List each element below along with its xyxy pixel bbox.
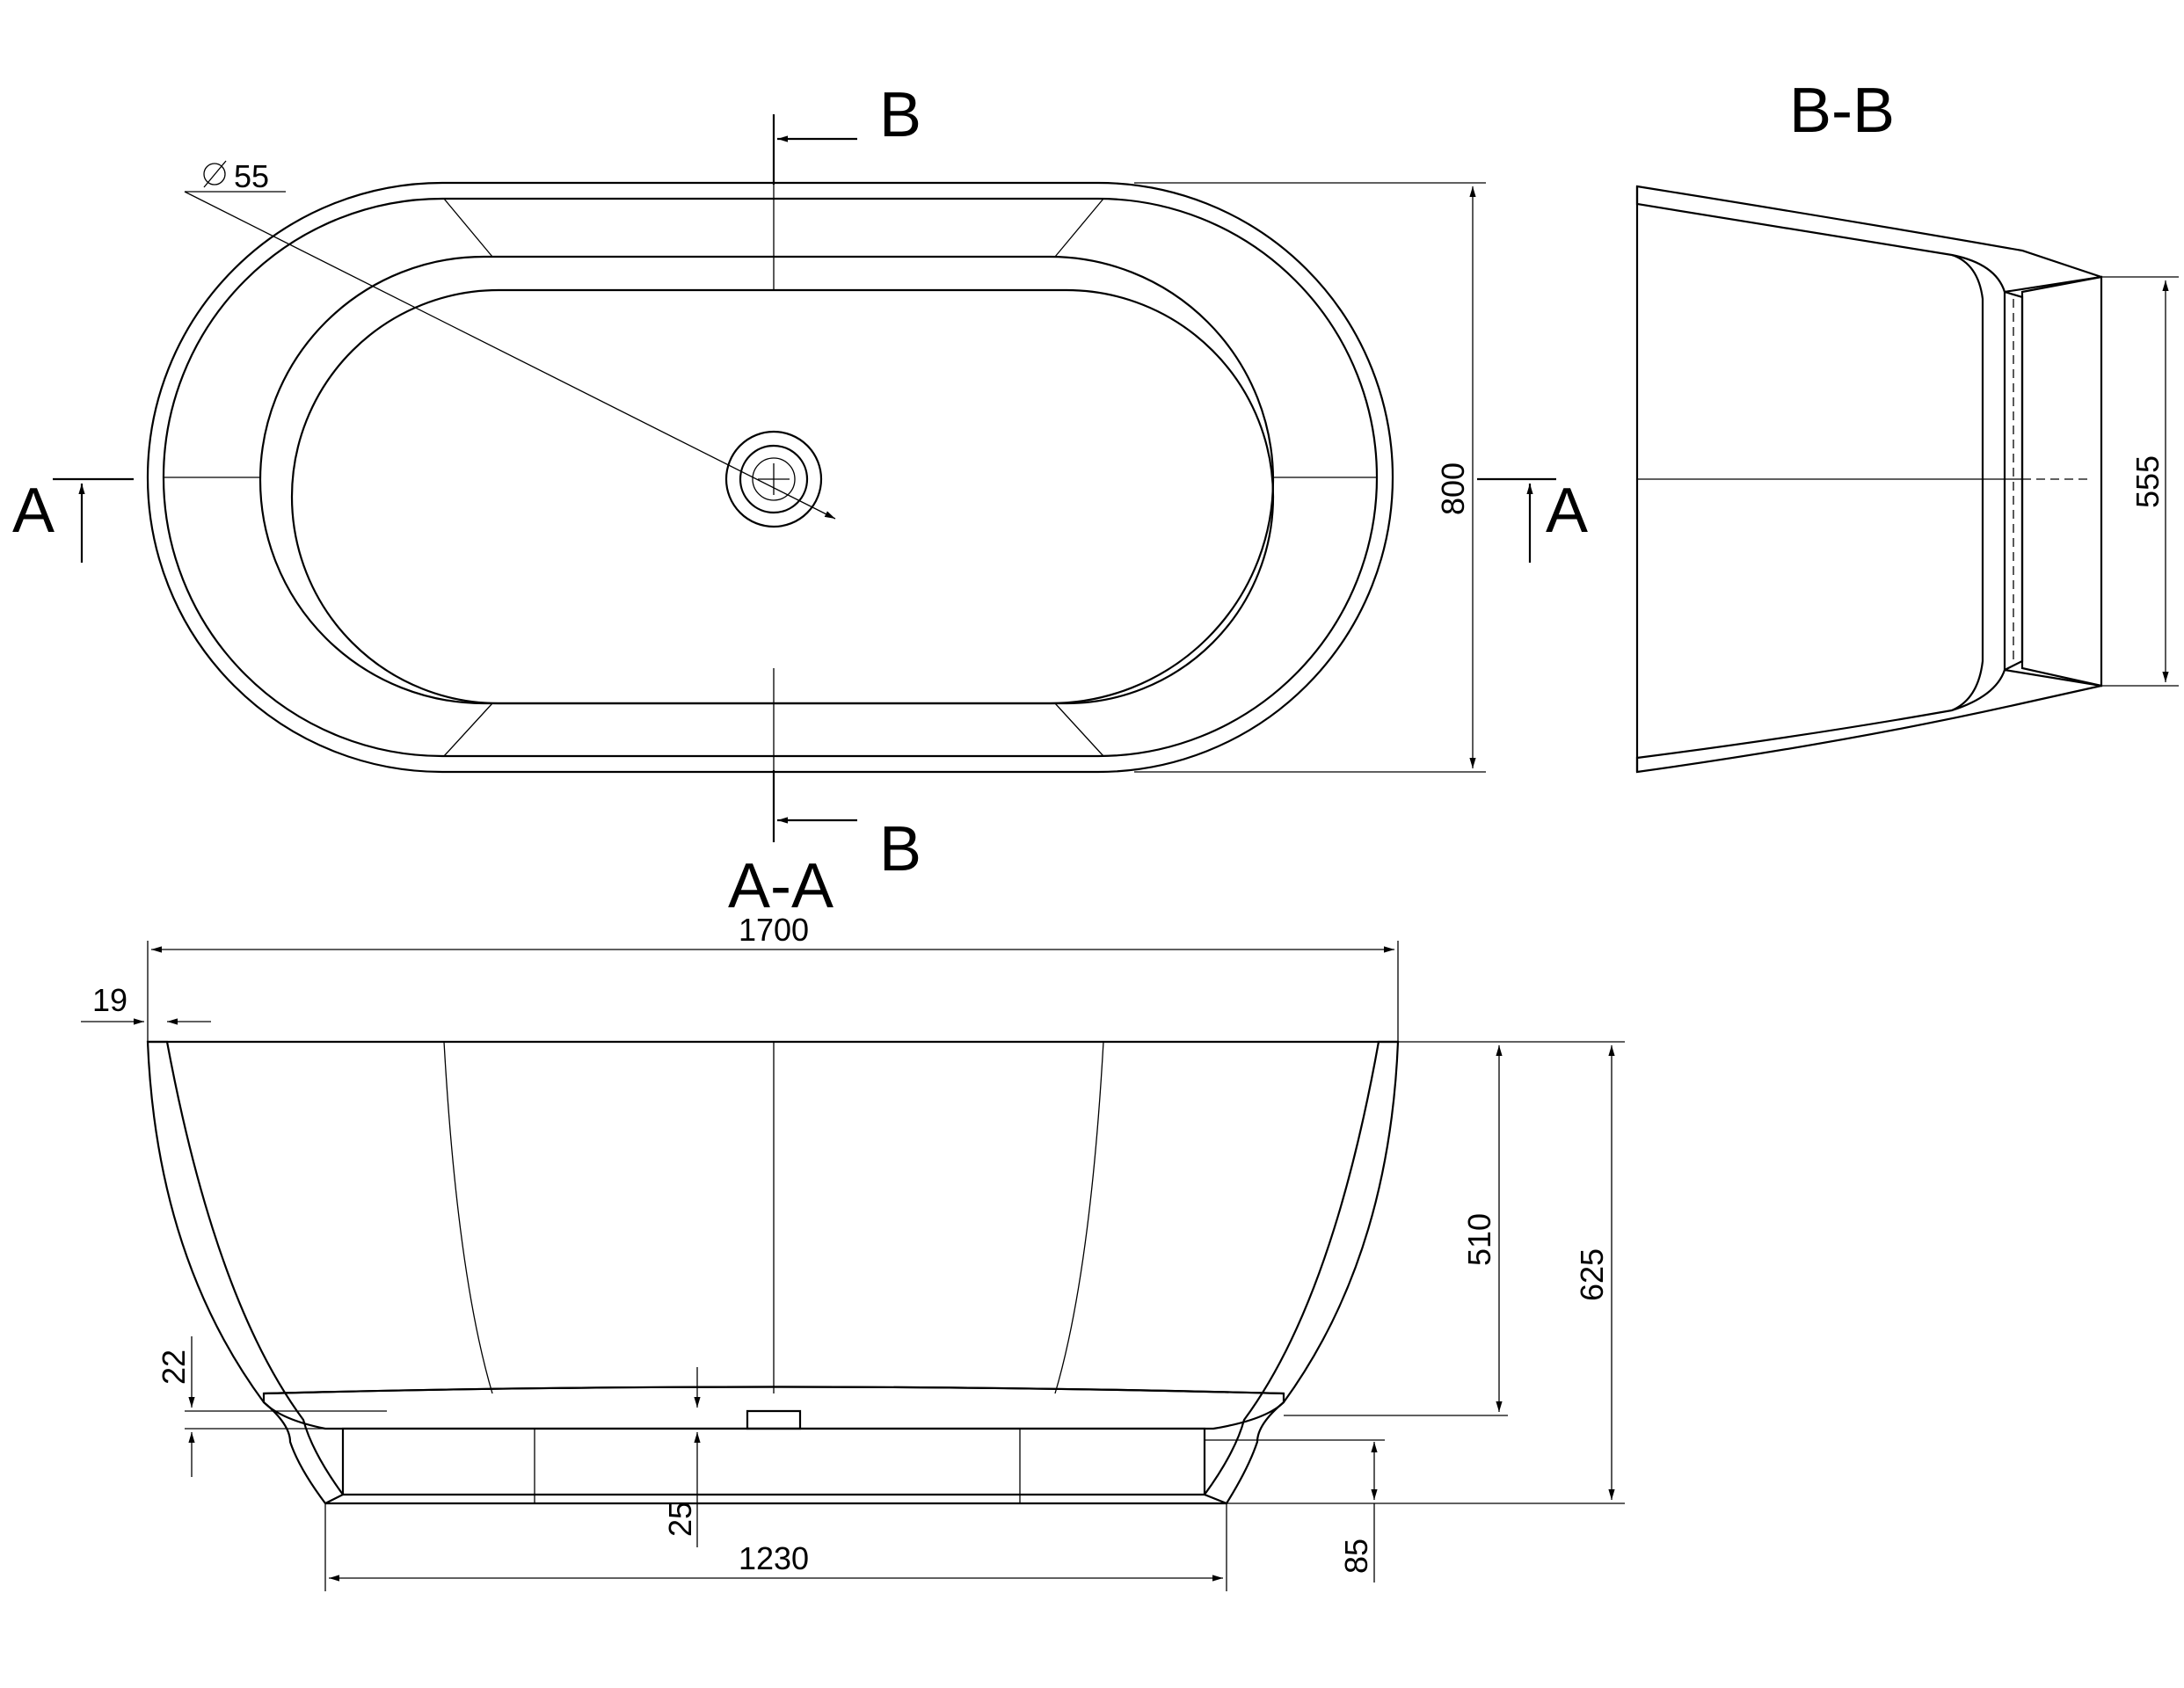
section-bb-title: B-B <box>1789 76 1895 146</box>
drain-floor-label: 25 <box>662 1502 698 1537</box>
overall-length-dimension-label: 1700 <box>739 912 809 948</box>
section-aa-title: A-A <box>728 851 834 921</box>
aa-wall-right <box>1203 1040 1400 1505</box>
base-height-label: 85 <box>1338 1539 1374 1574</box>
aa-facet-lines <box>443 1041 1104 1394</box>
drain-diameter-label: 55 <box>234 158 269 194</box>
plan-outer-rim-inner-line <box>162 197 1379 758</box>
total-height-dimension-label: 625 <box>1574 1248 1610 1301</box>
diameter-symbol-icon <box>203 163 226 186</box>
bb-shell-top <box>1635 185 2102 294</box>
aa-wall-left <box>146 1040 345 1505</box>
section-aa-view: A-A 1700 19 22 <box>81 851 1625 1591</box>
drain-icon <box>724 430 823 528</box>
drain-diameter-leader <box>184 191 836 520</box>
cut-a-right-label: A <box>1546 476 1588 546</box>
bb-height-dimension-label: 555 <box>2129 455 2166 508</box>
cut-a-left-label: A <box>12 476 55 546</box>
plan-view: 55 B B A A 800 <box>12 80 1588 884</box>
cut-b-bottom-label: B <box>879 814 921 884</box>
floor-thickness-label: 22 <box>156 1350 192 1385</box>
plan-inner-basin <box>258 255 1275 705</box>
section-bb-view: B-B 555 <box>1635 76 2179 774</box>
base-length-dimension-label: 1230 <box>739 1540 809 1576</box>
bb-shell-bottom <box>1635 668 2102 774</box>
rim-thickness-label: 19 <box>92 982 127 1018</box>
plan-basin-floor <box>290 288 1275 705</box>
plan-outer-rim <box>146 181 1394 774</box>
plan-facet-lines <box>164 183 1377 772</box>
aa-base-plinth <box>341 1427 1206 1496</box>
width-dimension-label: 800 <box>1435 462 1471 515</box>
cut-b-top-label: B <box>879 80 921 150</box>
inner-depth-dimension-label: 510 <box>1461 1213 1497 1266</box>
